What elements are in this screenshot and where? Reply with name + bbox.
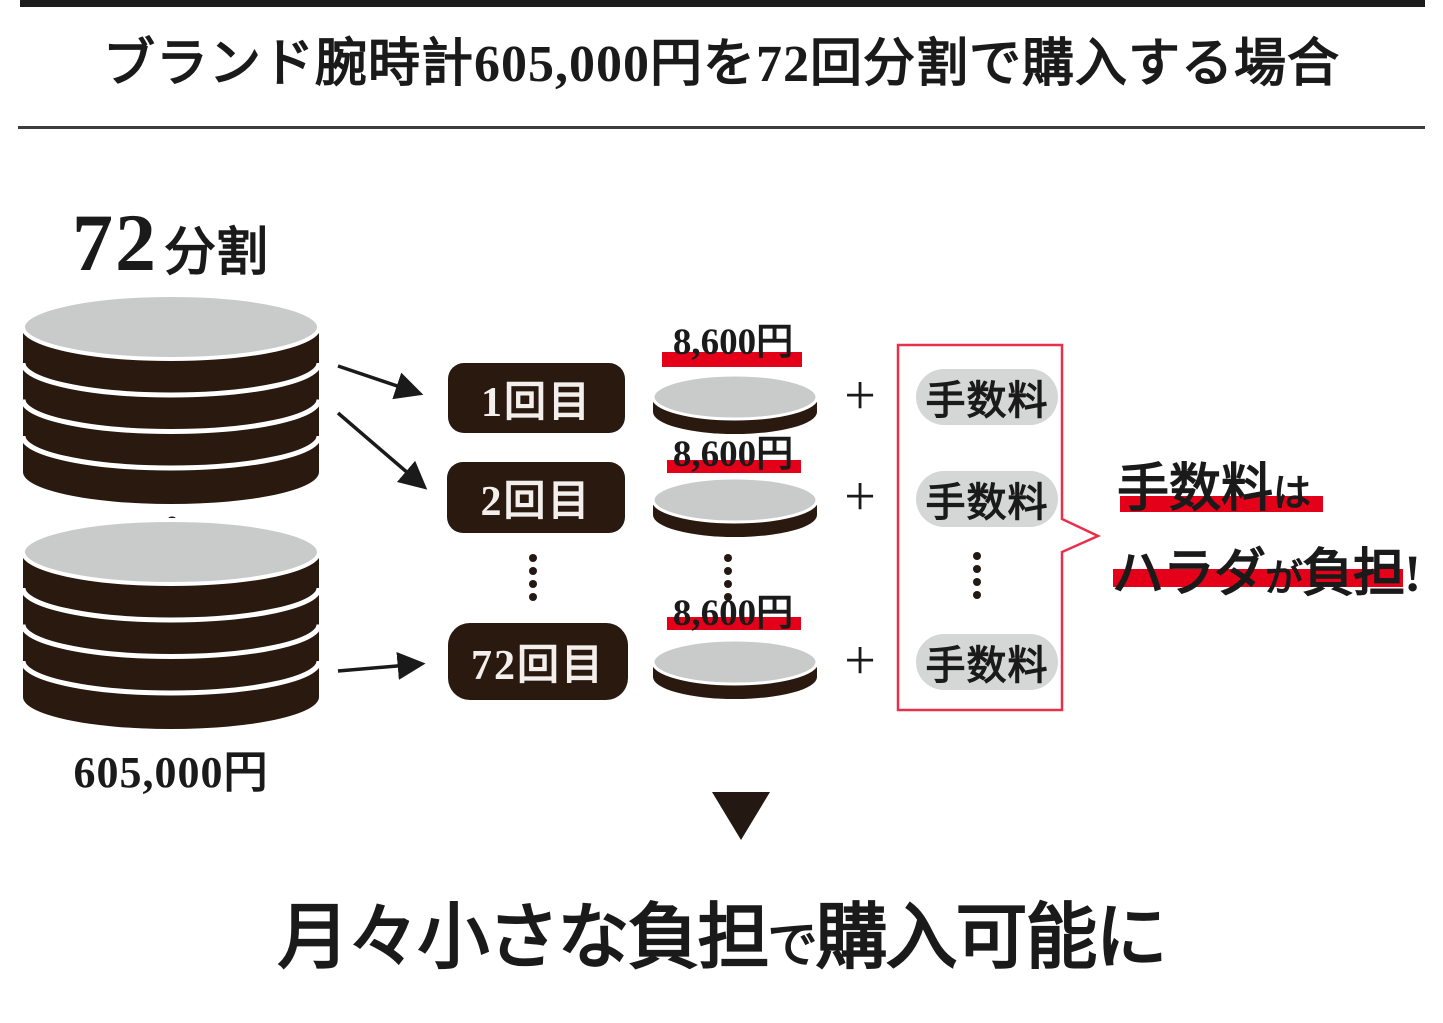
amount-label-2: 8,600円: [672, 434, 794, 475]
amount-underline-2: [667, 460, 801, 473]
amount-label-1: 8,600円: [672, 322, 794, 363]
page-title: ブランド腕時計605,000円を72回分割で購入する場合: [102, 36, 1340, 93]
title-divider: [18, 126, 1425, 129]
coin-stack-lower: [20, 518, 322, 729]
installment-2-label: 2回目: [480, 479, 592, 525]
callout-line2-particle: が: [1265, 558, 1303, 600]
coin-installment-72: [651, 638, 819, 699]
arrow-to-installment-1: [337, 364, 424, 400]
conclusion-part1: 月々小さな負担: [277, 898, 769, 978]
coin-installment-2: [651, 476, 819, 537]
split-count-unit: 分割: [164, 225, 269, 282]
callout-underline-1: [1120, 496, 1323, 512]
callout-line1-particle: は: [1273, 473, 1312, 515]
coin-installment-1: [651, 373, 819, 434]
fee-pill-2: 手数料: [916, 471, 1058, 527]
fee-group-box: [896, 343, 1102, 712]
plus-sign-2: +: [844, 466, 876, 528]
amount-underline-1: [662, 352, 802, 367]
installment-1-box: 1回目: [448, 363, 625, 433]
stack-arrows: [336, 364, 428, 680]
installment-2-box: 2回目: [447, 462, 625, 533]
fee-callout-line-2: ハラダが負担!: [1112, 531, 1421, 606]
plus-sign-1: +: [844, 365, 876, 427]
amount-underline-3: [667, 617, 801, 630]
arrow-to-installment-72: [337, 651, 426, 680]
installment-column-ellipsis: [529, 554, 537, 601]
coin-stack-upper: [20, 293, 322, 504]
conclusion-headline: 月々小さな負担で購入可能に: [0, 878, 1443, 983]
amount-column-ellipsis: [724, 554, 732, 601]
installment-72-label: 72回目: [470, 643, 605, 689]
fee-pill-72: 手数料: [916, 634, 1058, 690]
fee-callout-line-1: 手数料は: [1117, 446, 1311, 521]
amount-label-72: 8,600円: [672, 593, 794, 634]
fee-column-ellipsis: [973, 552, 981, 599]
arrow-to-installment-2: [336, 411, 428, 490]
conclusion-particle: で: [767, 917, 818, 973]
installment-72-box: 72回目: [448, 623, 628, 700]
installment-1-label: 1回目: [480, 379, 592, 426]
down-arrow-triangle: [712, 792, 770, 840]
callout-line1-main: 手数料: [1117, 461, 1274, 518]
split-count-number: 72: [72, 197, 158, 288]
plus-sign-3: +: [844, 630, 876, 692]
conclusion-part2: 購入可能に: [815, 898, 1168, 978]
callout-line2-rest: 負担!: [1302, 546, 1421, 603]
total-price-label: 605,000円: [73, 748, 269, 797]
callout-line2-main: ハラダ: [1112, 546, 1266, 603]
top-rule: [20, 0, 1425, 7]
callout-underline-2: [1113, 569, 1403, 587]
fee-pill-1: 手数料: [916, 369, 1058, 425]
